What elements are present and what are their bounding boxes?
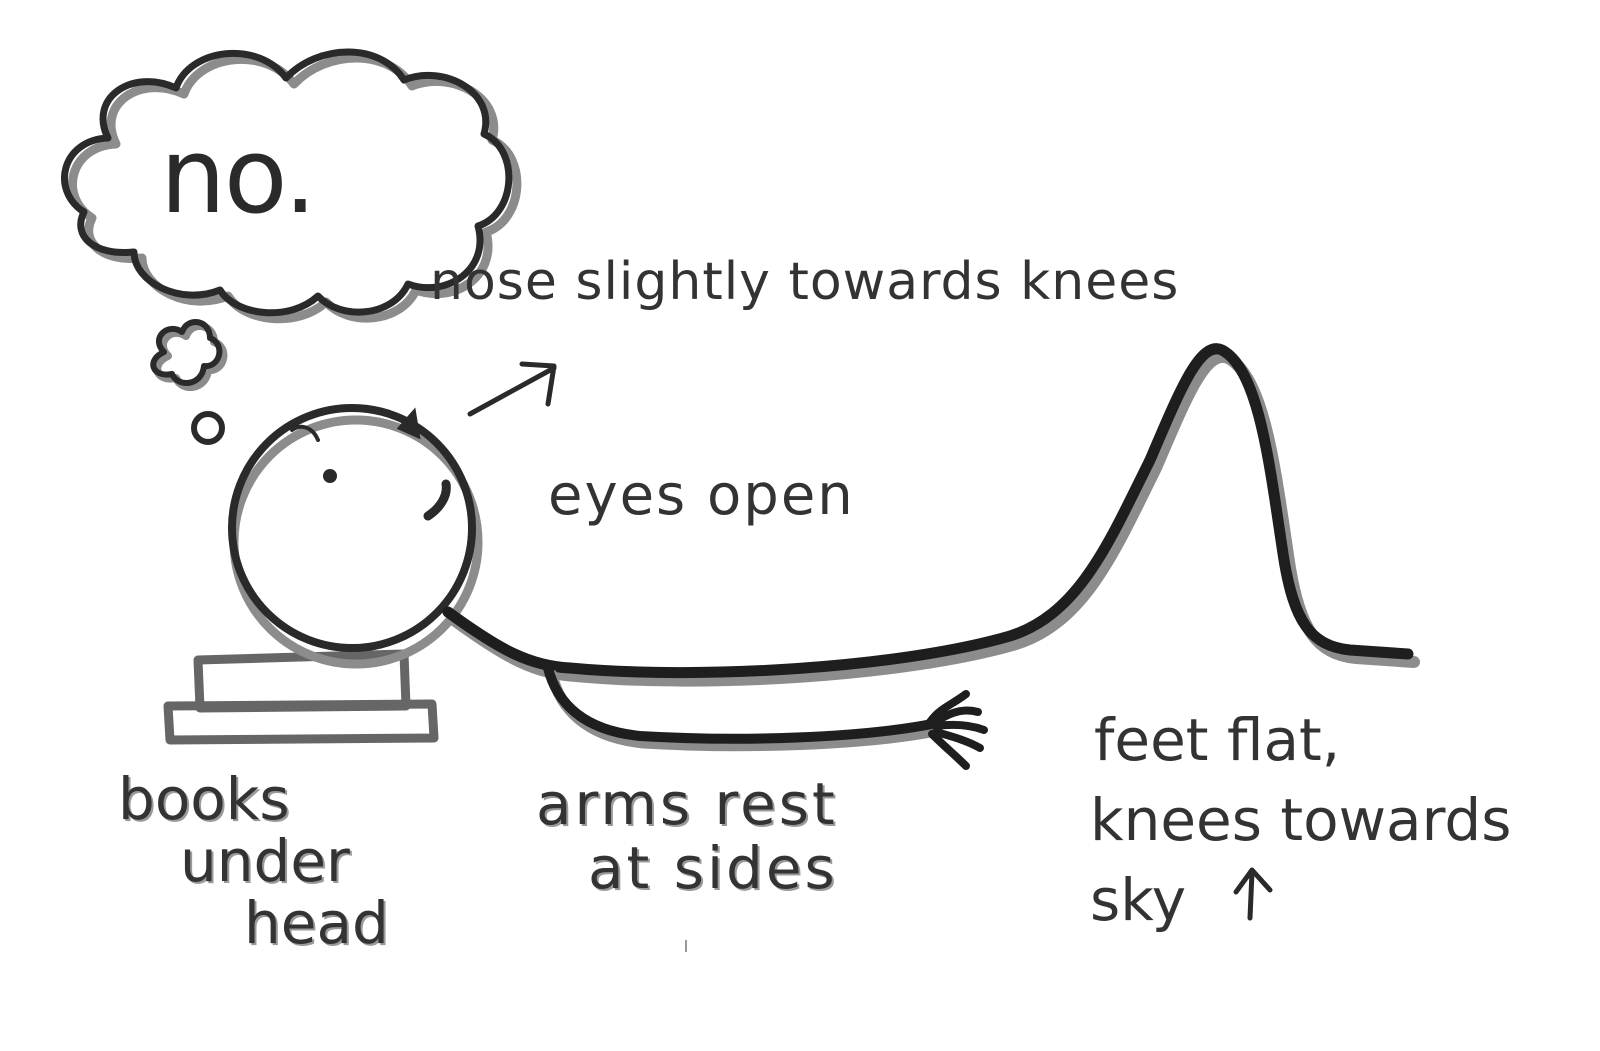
thought-text: no.	[160, 115, 317, 237]
arms-label-line-1: arms rest	[536, 770, 838, 838]
thought-bubble-medium	[153, 322, 228, 391]
hair-tuft	[290, 424, 320, 442]
nose-label: nose slightly towards knees	[430, 252, 1180, 312]
feet-label-line-1: feet flat,	[1094, 706, 1341, 774]
thought-bubble-medium-outline	[150, 319, 223, 386]
feet-label-line-3: sky	[1090, 866, 1187, 934]
arms-label: arms rest at sides	[536, 772, 838, 900]
feet-label-line-2: knees towards	[1090, 786, 1512, 854]
arrow-up-icon	[1233, 867, 1273, 921]
body-and-legs	[442, 343, 1420, 687]
books-label-line-3: head	[244, 889, 389, 957]
head-shadow	[229, 415, 483, 669]
hand	[926, 690, 988, 770]
head	[228, 404, 483, 669]
arm-outline	[543, 663, 937, 744]
arms-label-line-2: at sides	[588, 834, 838, 902]
eye	[323, 469, 337, 483]
books-under-head	[163, 649, 439, 745]
books-label-line-2: under	[180, 827, 350, 895]
books-label-line-1: books	[118, 765, 290, 833]
thought-cloud-outline	[61, 48, 513, 317]
nose	[396, 407, 421, 440]
eyes-label: eyes open	[548, 463, 855, 528]
body-legs-outline	[442, 343, 1414, 679]
feet-label: feet flat, knees towards sky	[1090, 700, 1511, 940]
thought-bubble-small	[191, 411, 225, 445]
thought-cloud	[61, 48, 522, 445]
mouth	[423, 479, 451, 521]
book-bottom	[163, 699, 439, 745]
arrow-up-right-icon	[467, 361, 557, 417]
arm	[543, 663, 988, 770]
head-outline	[228, 404, 476, 652]
books-label: books under head	[118, 768, 389, 954]
